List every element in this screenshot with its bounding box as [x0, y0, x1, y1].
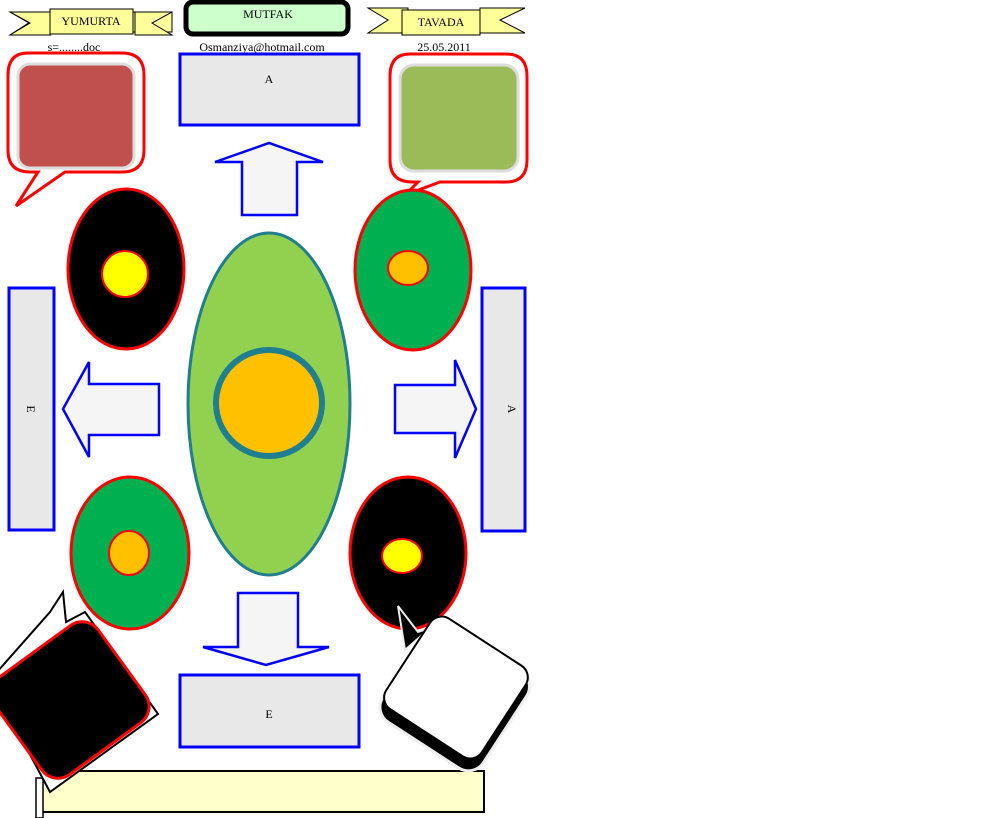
box-right-a: A	[480, 286, 527, 533]
box-label: E	[24, 405, 38, 412]
callout-top-right	[388, 52, 529, 197]
callout-bottom-right	[378, 605, 531, 773]
egg-top-right	[353, 188, 473, 352]
banner-mutfak: MUTFAK	[183, 0, 351, 37]
banner-label: MUTFAK	[243, 7, 293, 21]
arrow-right	[393, 359, 478, 459]
banner-yumurta: YUMURTA	[8, 8, 174, 36]
egg-top-left	[66, 187, 186, 351]
callout-bottom-left	[0, 589, 160, 794]
arrow-down	[202, 591, 330, 667]
box-label: E	[265, 707, 272, 721]
caption-left: s=........doc	[48, 40, 101, 54]
bottom-note-bar	[41, 770, 485, 813]
egg-bottom-right	[348, 475, 468, 631]
banner-label: TAVADA	[418, 15, 465, 29]
box-left-e: E	[7, 286, 56, 532]
arrow-up	[214, 141, 324, 217]
caption-date: 25.05.2011	[417, 40, 471, 54]
center-egg	[186, 231, 352, 577]
callout-top-left	[6, 51, 146, 208]
box-label: A	[265, 72, 274, 86]
box-top-a: A	[178, 52, 361, 127]
caption-email: Osmanziya@hotmail.com	[199, 40, 325, 54]
box-label: A	[505, 405, 519, 414]
banner-label: YUMURTA	[62, 14, 121, 28]
banner-tavada: TAVADA	[366, 7, 526, 36]
box-bottom-e: E	[178, 673, 361, 749]
egg-bottom-left	[69, 475, 191, 631]
arrow-left	[61, 361, 161, 458]
